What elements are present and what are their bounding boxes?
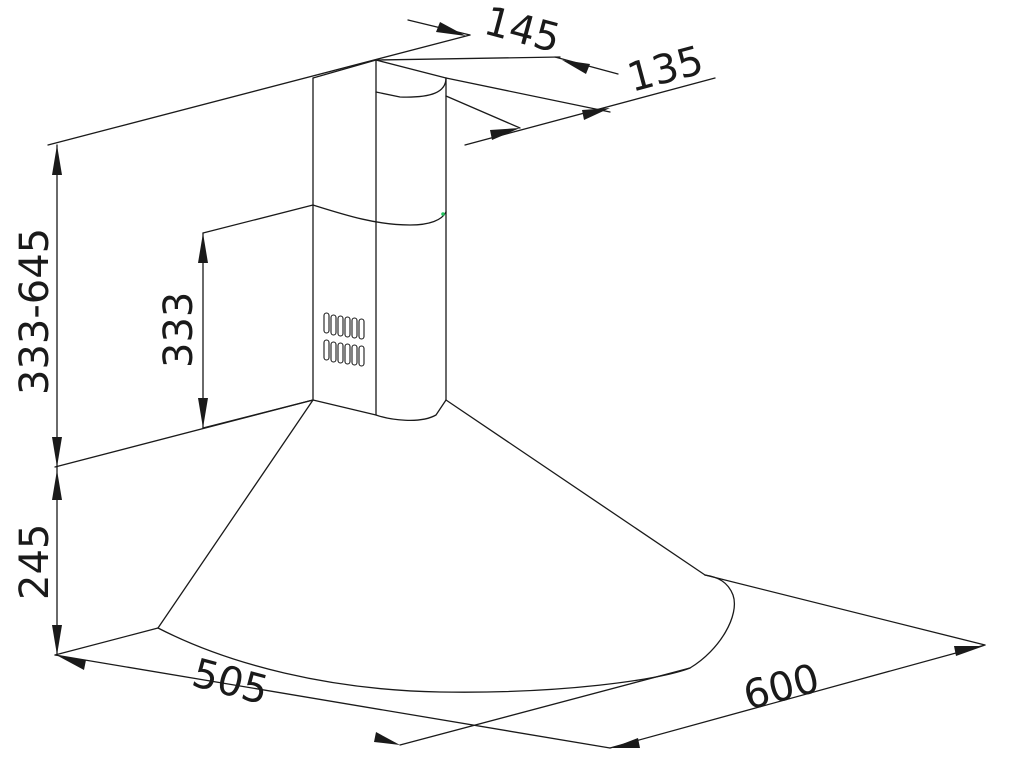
dimension-leaders bbox=[52, 22, 984, 748]
dim-upper-chimney-height: 333 bbox=[156, 292, 202, 368]
chimney bbox=[312, 59, 447, 421]
dimension-labels: 333-645 333 245 145 135 505 600 bbox=[12, 0, 824, 720]
vent-grille bbox=[323, 312, 365, 367]
canopy bbox=[157, 399, 735, 693]
dim-chimney-width: 145 bbox=[479, 0, 565, 62]
dim-chimney-depth: 135 bbox=[623, 37, 709, 101]
dim-width: 600 bbox=[739, 655, 825, 719]
dim-canopy-height: 245 bbox=[12, 524, 58, 600]
dim-overall-chimney-height: 333-645 bbox=[12, 228, 58, 395]
extension-lines bbox=[47, 19, 986, 749]
dim-depth: 505 bbox=[187, 650, 273, 714]
